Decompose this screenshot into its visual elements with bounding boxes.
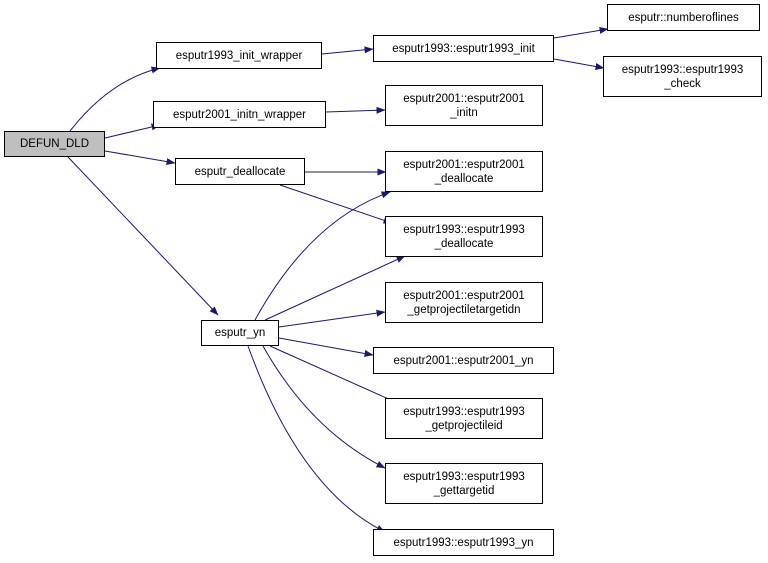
- node-label: esputr_yn: [214, 327, 266, 339]
- node-label: esputr::numberoflines: [628, 11, 739, 24]
- node-label: esputr1993::esputr1993_yn: [393, 536, 534, 549]
- node-label-line1: esputr2001::esputr2001: [403, 289, 525, 302]
- edge-init1993-to-check1993: [553, 58, 605, 70]
- node-esputr2001-deallocate[interactable]: esputr2001::esputr2001 _deallocate: [385, 151, 543, 192]
- node-label-line1: esputr1993::esputr1993: [403, 405, 525, 418]
- edge-yn-to-getprojtarget2001: [278, 309, 386, 328]
- edge-yn-to-dealloc1993: [264, 255, 406, 321]
- node-esputr1993-gettargetid[interactable]: esputr1993::esputr1993 _gettargetid: [385, 463, 543, 504]
- node-esputr2001-initn[interactable]: esputr2001::esputr2001 _initn: [385, 85, 543, 126]
- node-label-line2: _getprojectileid: [425, 419, 503, 432]
- node-esputr-deallocate[interactable]: esputr_deallocate: [175, 158, 305, 185]
- edge-initn2001-wrapper-to-initn2001: [325, 106, 386, 114]
- node-label-line1: esputr2001::esputr2001: [403, 158, 525, 171]
- edge-init1993-wrapper-to-init1993: [321, 46, 374, 55]
- node-esputr1993-deallocate[interactable]: esputr1993::esputr1993 _deallocate: [385, 216, 543, 257]
- node-esputr2001-getprojectiletargetidn[interactable]: esputr2001::esputr2001 _getprojectiletar…: [385, 282, 543, 323]
- node-label: esputr1993_init_wrapper: [175, 49, 303, 62]
- node-label: DEFUN_DLD: [19, 138, 89, 150]
- node-label-line1: esputr1993::esputr1993: [621, 63, 744, 76]
- node-esputr1993-check[interactable]: esputr1993::esputr1993 _check: [603, 56, 762, 97]
- node-label-line1: esputr2001::esputr2001: [403, 92, 525, 105]
- node-defun-dld: DEFUN_DLD: [4, 131, 105, 157]
- node-esputr2001-initn-wrapper[interactable]: esputr2001_initn_wrapper: [153, 101, 326, 128]
- node-label-line2: _gettargetid: [433, 484, 495, 497]
- node-label-line2: _initn: [450, 106, 478, 119]
- node-label-line2: _check: [664, 77, 701, 90]
- edge-init1993-to-numberoflines: [553, 26, 609, 39]
- edge-defun-to-init1993-wrapper: [69, 66, 161, 132]
- node-label-line2: _deallocate: [434, 172, 494, 185]
- edge-yn-to-gettarget1993: [262, 345, 386, 469]
- edge-yn-to-yn1993: [247, 345, 386, 533]
- node-esputr1993-init-wrapper[interactable]: esputr1993_init_wrapper: [156, 42, 322, 69]
- node-label-line1: esputr1993::esputr1993: [403, 470, 525, 483]
- node-label: esputr_deallocate: [194, 165, 286, 178]
- node-label: esputr2001_initn_wrapper: [173, 108, 306, 121]
- node-esputr2001-yn[interactable]: esputr2001::esputr2001_yn: [373, 347, 554, 374]
- edge-yn-to-getproj1993: [269, 345, 403, 406]
- node-esputr-yn[interactable]: esputr_yn: [201, 320, 279, 346]
- node-esputr1993-getprojectileid[interactable]: esputr1993::esputr1993 _getprojectileid: [385, 398, 543, 439]
- edge-yn-to-dealloc2001: [254, 191, 391, 321]
- node-esputr1993-yn[interactable]: esputr1993::esputr1993_yn: [373, 529, 554, 556]
- node-label-line2: _deallocate: [434, 237, 494, 250]
- node-label: esputr2001::esputr2001_yn: [393, 354, 534, 367]
- edge-yn-to-yn2001: [278, 337, 374, 357]
- edge-defun-to-initn2001-wrapper: [104, 123, 161, 139]
- edge-defun-to-yn: [67, 156, 219, 316]
- node-label-line1: esputr1993::esputr1993: [403, 223, 525, 236]
- node-esputr1993-init[interactable]: esputr1993::esputr1993_init: [373, 35, 554, 62]
- edge-deallocate-to-dealloc1993: [279, 184, 393, 224]
- node-label: esputr1993::esputr1993_init: [392, 42, 535, 55]
- node-label-line2: _getprojectiletargetidn: [407, 303, 521, 316]
- node-esputr-numberoflines[interactable]: esputr::numberoflines: [607, 4, 760, 31]
- edge-defun-to-deallocate: [104, 150, 176, 166]
